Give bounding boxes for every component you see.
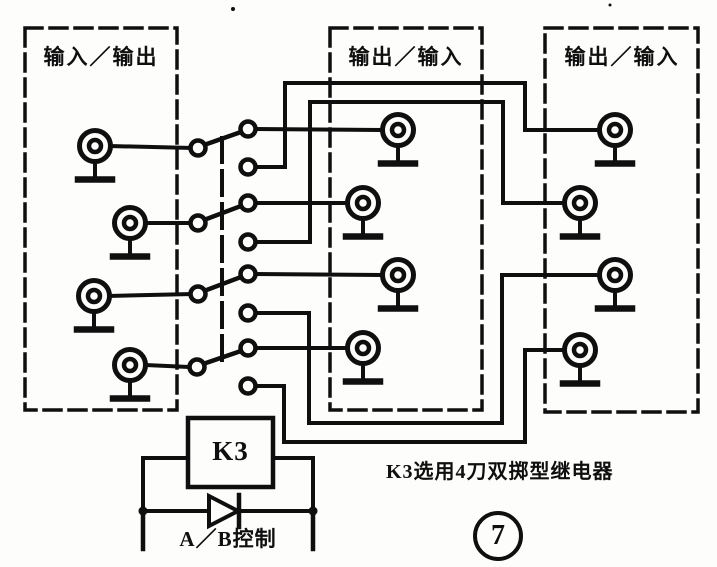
switch-arm — [200, 348, 244, 367]
terminal-connector — [598, 260, 632, 309]
junction-dot — [138, 506, 148, 516]
junction-dot — [308, 506, 318, 516]
terminal-connector — [381, 115, 415, 164]
terminal-connector — [346, 333, 380, 382]
wire — [253, 81, 602, 169]
box-label-input-output: 输入／输出 — [43, 45, 159, 69]
scan-speck — [608, 3, 612, 7]
figure-number: 7 — [491, 520, 505, 551]
switch-pole — [188, 138, 208, 158]
relay-coil-box — [185, 415, 276, 490]
io-box-left-outline — [23, 26, 179, 412]
wire — [142, 362, 193, 370]
wire — [271, 456, 315, 513]
io-box-middle-outline — [328, 26, 484, 412]
wire — [107, 143, 194, 151]
caption: K3选用4刀双掷型继电器 — [386, 461, 614, 483]
switch-arm — [201, 129, 244, 148]
wire — [106, 291, 194, 299]
terminal-connector — [563, 188, 597, 237]
wire — [253, 348, 567, 444]
switch-contact — [238, 232, 258, 252]
terminal-connector — [78, 131, 112, 180]
switch-contact — [238, 157, 258, 177]
box-label-output-input-right: 输出／输入 — [564, 45, 680, 69]
switch-pole — [188, 284, 208, 304]
switch-arm — [201, 274, 244, 294]
diode-icon — [207, 492, 243, 530]
control-label: A／B控制 — [179, 527, 277, 551]
terminal-connector — [381, 260, 415, 309]
wire — [252, 126, 386, 133]
terminal-connector — [346, 188, 380, 237]
switch-pole — [187, 357, 207, 377]
switch-arm — [201, 203, 244, 223]
terminal-connector — [113, 350, 147, 399]
terminal-connector — [563, 335, 597, 384]
switch-contact — [238, 193, 258, 213]
switch-contact — [238, 264, 258, 284]
terminal-connector — [113, 208, 147, 257]
wire — [253, 100, 567, 244]
io-box-right-outline — [543, 26, 700, 414]
switch-contact — [238, 303, 258, 323]
wire — [141, 456, 190, 513]
wire — [253, 273, 602, 425]
figure-number-badge: 7 — [473, 511, 523, 561]
scan-speck — [231, 7, 235, 11]
terminal-connector — [77, 281, 111, 330]
switch-pole — [188, 213, 208, 233]
terminal-connector — [598, 115, 632, 164]
switch-contact — [238, 376, 258, 396]
switch-contact — [238, 338, 258, 358]
box-label-output-input-middle: 输出／输入 — [348, 45, 464, 69]
switch-contact — [238, 119, 258, 139]
wire — [252, 271, 386, 278]
relay-label: K3 — [212, 436, 249, 466]
